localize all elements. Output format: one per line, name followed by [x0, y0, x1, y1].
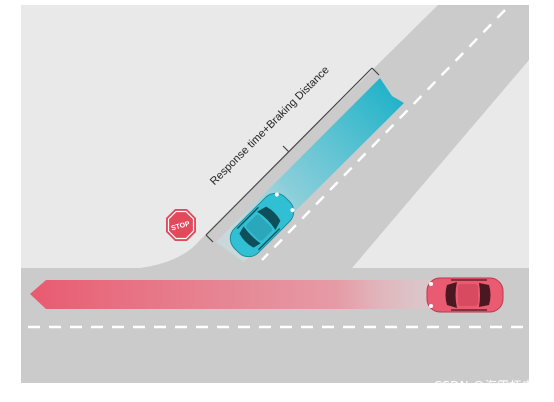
stop-sign: STOP	[166, 209, 196, 241]
blue-car	[229, 192, 295, 258]
distance-bracket	[205, 67, 380, 243]
diagonal-lane-marking	[261, 9, 506, 261]
watermark: CSDN @海霸虾皮王	[433, 379, 546, 393]
red-car	[426, 277, 504, 313]
stop-sign-text: STOP	[171, 221, 191, 233]
red-car-path-arrow	[30, 280, 440, 309]
stop-sign-icon	[166, 209, 196, 241]
